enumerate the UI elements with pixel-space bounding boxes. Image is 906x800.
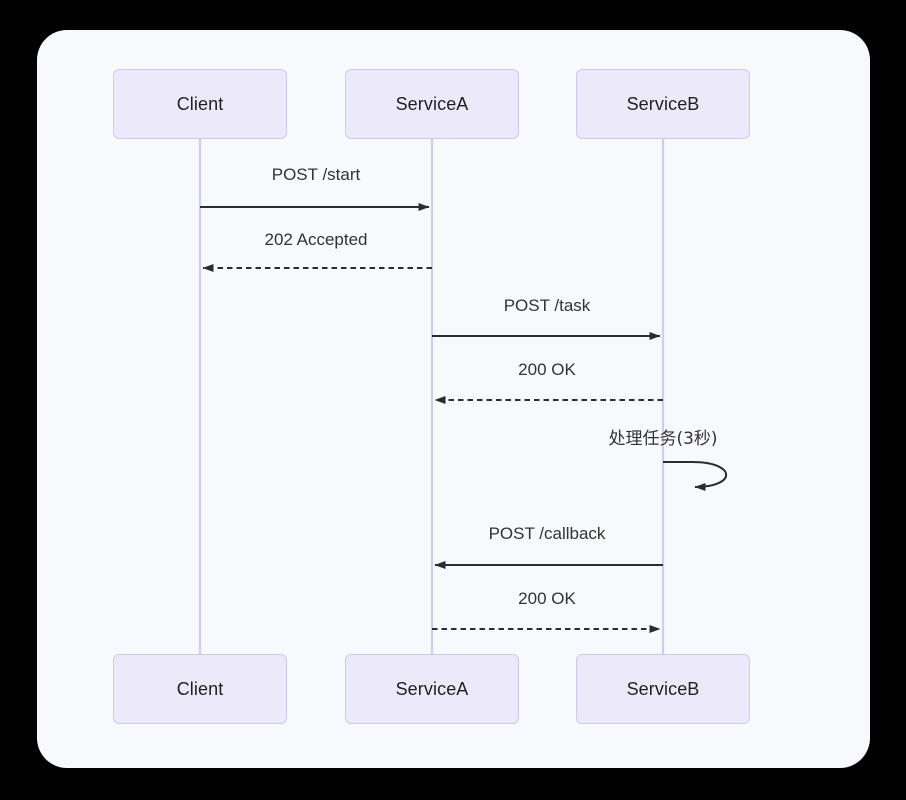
participant-label-servicea-top: ServiceA xyxy=(395,93,469,114)
diagram-card: Client ServiceA ServiceB Client ServiceA… xyxy=(37,30,870,768)
lifelines xyxy=(198,139,665,654)
participant-box-client-top[interactable]: Client xyxy=(113,69,287,139)
participant-box-client-bottom[interactable]: Client xyxy=(113,654,287,724)
message-label-5: 处理任务(3秒) xyxy=(608,429,718,449)
participant-label-servicea-bottom: ServiceA xyxy=(395,678,469,699)
participant-box-serviceb-bottom[interactable]: ServiceB xyxy=(576,654,750,724)
message-label-7: 200 OK xyxy=(518,589,576,608)
message-label-6: POST /callback xyxy=(488,524,606,543)
participant-label-client-top: Client xyxy=(176,93,224,114)
participant-label-client-bottom: Client xyxy=(176,678,224,699)
message-label-2: 202 Accepted xyxy=(264,230,368,249)
participant-box-servicea-bottom[interactable]: ServiceA xyxy=(345,654,519,724)
participant-label-serviceb-top: ServiceB xyxy=(626,93,700,114)
sequence-diagram[interactable]: Client ServiceA ServiceB Client ServiceA… xyxy=(37,30,870,768)
participant-box-serviceb-top[interactable]: ServiceB xyxy=(576,69,750,139)
message-label-1: POST /start xyxy=(271,165,361,184)
diagram-vector-layer xyxy=(198,139,727,654)
participant-label-serviceb-bottom: ServiceB xyxy=(626,678,700,699)
message-self-loop-5 xyxy=(663,461,727,491)
message-label-4: 200 OK xyxy=(518,360,576,379)
message-label-3: POST /task xyxy=(503,296,591,315)
participant-box-servicea-top[interactable]: ServiceA xyxy=(345,69,519,139)
